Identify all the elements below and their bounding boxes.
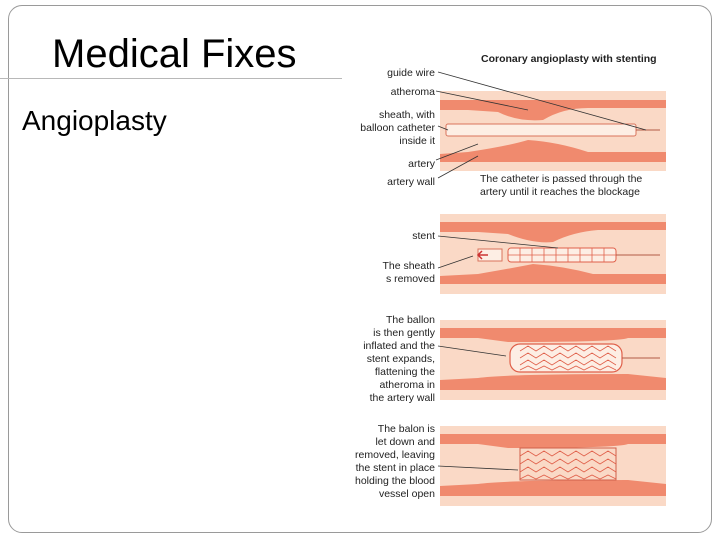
label-panel4-line-3: removed, leaving	[355, 449, 435, 461]
label-atheroma: atheroma	[391, 86, 436, 98]
label-panel3-line-2: is then gently	[373, 327, 436, 339]
angioplasty-diagram: Coronary angioplasty with stenting guide…	[338, 36, 688, 511]
panel-2-sheath-removed: stent The sheath s removed	[382, 214, 666, 294]
label-panel4-line-5: holding the blood	[355, 475, 435, 487]
bullet-angioplasty: Angioplasty	[22, 105, 167, 136]
panel-1-catheter-insertion: guide wire atheroma sheath, with balloon…	[360, 67, 666, 198]
label-panel3-line-5: flattening the	[375, 366, 435, 378]
figure-title: Coronary angioplasty with stenting	[481, 53, 657, 65]
label-artery: artery	[408, 158, 436, 170]
arrow-left-icon	[476, 250, 488, 260]
label-balloon-catheter: balloon catheter	[360, 122, 435, 134]
label-panel3-line-4: stent expands,	[367, 353, 435, 365]
leader-line	[437, 465, 519, 471]
artery-wall-bottom	[440, 264, 666, 284]
artery-wall-bottom	[440, 140, 666, 162]
panel-3-balloon-inflated: The ballon is then gently inflated and t…	[363, 314, 666, 404]
label-sheath: sheath, with	[379, 109, 435, 121]
panel-1-caption-line-1: The catheter is passed through the	[480, 173, 642, 185]
label-panel3-line-7: the artery wall	[370, 392, 435, 404]
label-panel3-line-3: inflated and the	[363, 340, 435, 352]
artery-wall-top	[440, 100, 666, 121]
artery-wall-top	[440, 222, 666, 243]
label-panel4-line-4: the stent in place	[356, 462, 436, 474]
balloon-catheter	[445, 123, 637, 137]
panel-1-caption-line-2: artery until it reaches the blockage	[480, 186, 640, 198]
slide-title: Medical Fixes	[52, 32, 297, 76]
panel-4-stent-in-place: The balon is let down and removed, leavi…	[355, 423, 666, 506]
label-panel4-line-2: let down and	[375, 436, 435, 448]
label-sheath-line-1: The sheath	[382, 260, 435, 272]
artery-wall-top	[440, 434, 666, 448]
label-panel3-line-1: The ballon	[386, 314, 435, 326]
label-panel4-line-1: The balon is	[378, 423, 435, 435]
slide-frame	[8, 5, 712, 533]
label-stent: stent	[412, 230, 435, 242]
leader-line	[437, 345, 507, 357]
artery-wall-bottom	[440, 374, 666, 390]
artery-wall-bottom	[440, 480, 666, 496]
label-panel4-line-6: vessel open	[379, 488, 435, 500]
label-guide-wire: guide wire	[387, 67, 435, 79]
label-panel3-line-6: atheroma in	[380, 379, 436, 391]
title-underline	[0, 78, 342, 79]
label-sheath-line-2: s removed	[386, 273, 435, 285]
label-inside-it: inside it	[399, 135, 435, 147]
label-artery-wall: artery wall	[387, 176, 435, 188]
artery-wall-top	[440, 328, 666, 342]
